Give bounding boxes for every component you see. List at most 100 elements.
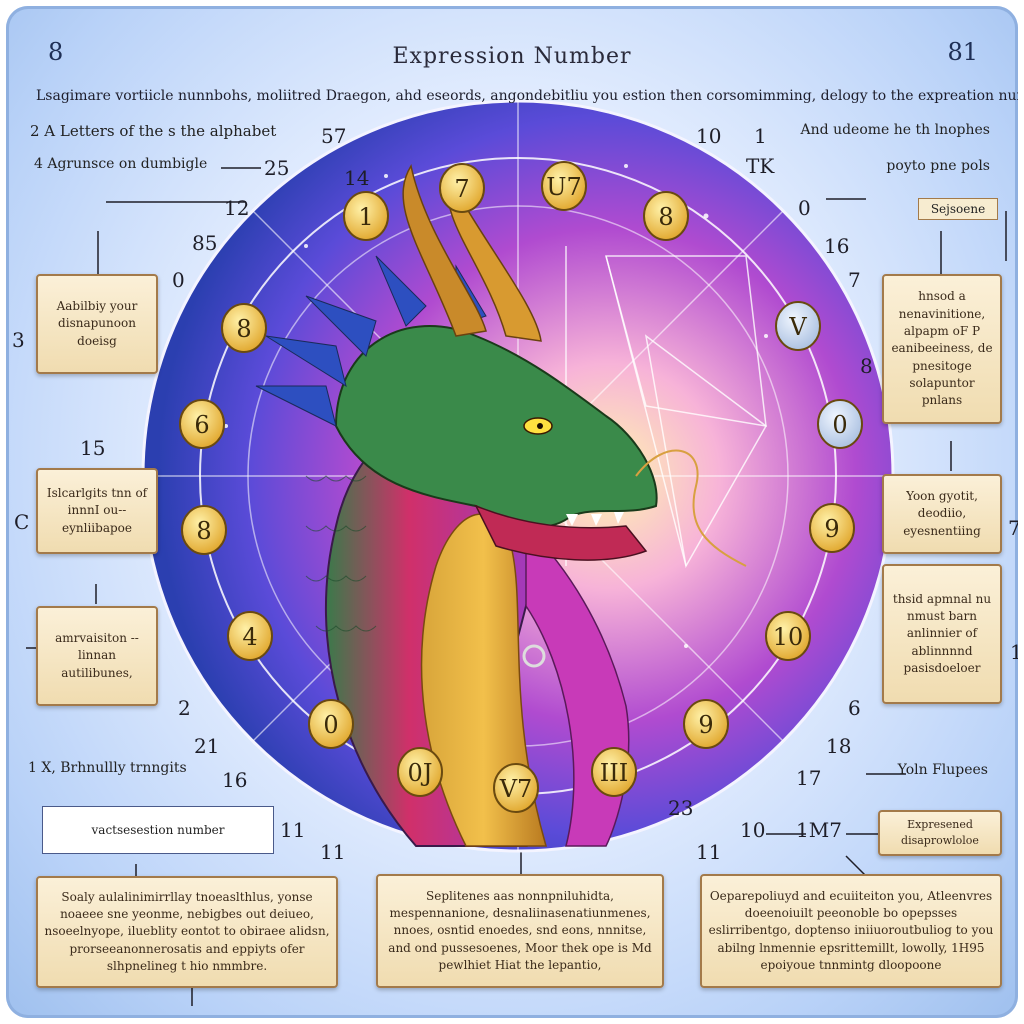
coin-number: 4	[242, 623, 257, 651]
coin-number: 0	[323, 711, 338, 739]
right-low-box-text: thsid apmnal nu nmust barn anlinnier of …	[892, 591, 992, 676]
number-coin: 10	[765, 611, 811, 661]
number-coin: 1	[343, 191, 389, 241]
right-low-box: thsid apmnal nu nmust barn anlinnier of …	[882, 564, 1002, 704]
outer-number: 10	[696, 124, 722, 148]
coin-number: 0	[832, 411, 847, 439]
outer-number: 16	[824, 234, 850, 258]
right-label-1: And udeome he th lnophes	[800, 122, 990, 138]
subtitle-line: Lsagimare vortiicle nunnbohs, moliitred …	[36, 88, 1018, 104]
outer-number: 21	[194, 734, 220, 758]
outer-number: 10	[740, 818, 766, 842]
bottom-center-box-text: Seplitenes aas nonnpniluhidta, mespennan…	[388, 888, 652, 973]
coin-number: 9	[698, 711, 713, 739]
expression-number-label-box: vactsesestion number	[42, 806, 274, 854]
outer-number: 1	[1010, 640, 1018, 664]
right-top-box: hnsod a nenavinitione, alpapm oF P eanib…	[882, 274, 1002, 424]
number-coin: 7	[439, 163, 485, 213]
outer-number: C	[14, 510, 30, 534]
number-coin: 0	[308, 699, 354, 749]
outer-number: 3	[12, 328, 25, 352]
corner-number-right: 81	[947, 38, 978, 66]
coin-number: 9	[824, 515, 839, 543]
outer-number: 1	[754, 124, 767, 148]
coin-number: 8	[236, 315, 251, 343]
outer-number: 1M7	[796, 818, 842, 842]
expression-number-label-text: vactsesestion number	[91, 823, 225, 837]
number-coin: 4	[227, 611, 273, 661]
outer-number: 17	[796, 766, 822, 790]
outer-number: 57	[321, 124, 347, 148]
outer-number: 11	[280, 818, 306, 842]
number-coin: U7	[541, 161, 587, 211]
left-mid-box: Islcarlgits tnn of innnI ou-- eynliibapo…	[36, 468, 158, 554]
outer-number: 12	[224, 196, 250, 220]
coin-number: 6	[194, 411, 209, 439]
outer-number: 0	[172, 268, 185, 292]
right-mid-box: Yoon gyotit, deodiio, eyesnentiing	[882, 474, 1002, 554]
left-bottom-note: 1 X, Brhnullly trnngits	[28, 760, 187, 776]
coin-number: 0J	[408, 759, 433, 787]
left-low-box-text: amrvaisiton -- linnan autilibunes,	[55, 630, 139, 680]
coin-number: U7	[546, 173, 582, 201]
left-top-box: Aabilbiy your disnapunoon doeisg	[36, 274, 158, 374]
outer-number: 0	[798, 196, 811, 220]
right-top-box-text: hnsod a nenavinitione, alpapm oF P eanib…	[891, 289, 993, 408]
number-coin: 9	[809, 503, 855, 553]
left-top-box-text: Aabilbiy your disnapunoon doeisg	[56, 298, 138, 348]
left-label-2: 4 Agrunsce on dumbigle	[34, 156, 208, 172]
coin-number: 7	[454, 175, 469, 203]
outer-number: 8	[860, 354, 873, 378]
page-title: Expression Number	[392, 44, 632, 69]
dragon-icon	[255, 164, 747, 847]
bottom-left-box-text: Soaly aulalinimirrllay tnoeaslthlus, yon…	[44, 889, 330, 974]
number-coin: 8	[181, 505, 227, 555]
right-bottom-label-box: Expresened disaprowloloe	[878, 810, 1002, 856]
number-coin: 0	[817, 399, 863, 449]
left-mid-box-text: Islcarlgits tnn of innnI ou-- eynliibapo…	[46, 485, 148, 535]
coin-number: 8	[658, 203, 673, 231]
outer-number: 25	[264, 156, 290, 180]
outer-number: 85	[192, 231, 218, 255]
outer-number: 14	[344, 166, 370, 190]
right-mid-box-text: Yoon gyotit, deodiio, eyesnentiing	[903, 488, 981, 538]
number-coin: 0J	[397, 747, 443, 797]
number-coin: V7	[493, 763, 539, 813]
number-coin: III	[591, 747, 637, 797]
coin-number: III	[600, 759, 628, 787]
coin-number: 10	[773, 623, 804, 651]
right-label-2: poyto pne pols	[886, 158, 990, 174]
coin-number: V7	[499, 775, 533, 803]
number-coin: V	[775, 301, 821, 351]
outer-number: 7	[848, 268, 861, 292]
right-bottom-note: Yoln Flupees	[897, 762, 988, 778]
outer-number: 2	[178, 696, 191, 720]
outer-number: 11	[320, 840, 346, 864]
number-coin: 8	[643, 191, 689, 241]
left-low-box: amrvaisiton -- linnan autilibunes,	[36, 606, 158, 706]
coin-number: 1	[358, 203, 373, 231]
outer-number: 23	[668, 796, 694, 820]
outer-number: 18	[826, 734, 852, 758]
bottom-center-box: Seplitenes aas nonnpniluhidta, mespennan…	[376, 874, 664, 988]
bottom-right-box-text: Oeparepoliuyd and ecuiiteiton you, Atlee…	[708, 888, 994, 973]
corner-number-left: 8	[48, 38, 64, 66]
number-coin: 6	[179, 399, 225, 449]
bottom-left-box: Soaly aulalinimirrllay tnoeaslthlus, yon…	[36, 876, 338, 988]
tk-label: TK	[746, 154, 775, 178]
left-label-1: 2 A Letters of the s the alphabet	[30, 122, 277, 140]
bottom-right-box: Oeparepoliuyd and ecuiiteiton you, Atlee…	[700, 874, 1002, 988]
coin-number: 8	[196, 517, 211, 545]
tag-text: Sejsoene	[930, 202, 986, 216]
outer-number: 15	[80, 436, 106, 460]
outer-number: 16	[222, 768, 248, 792]
outer-number: 11	[696, 840, 722, 864]
outer-number: 7	[1008, 516, 1018, 540]
number-coin: 8	[221, 303, 267, 353]
tag-box: Sejsoene	[918, 198, 998, 220]
outer-number: 6	[848, 696, 861, 720]
coin-number: V	[788, 313, 807, 341]
